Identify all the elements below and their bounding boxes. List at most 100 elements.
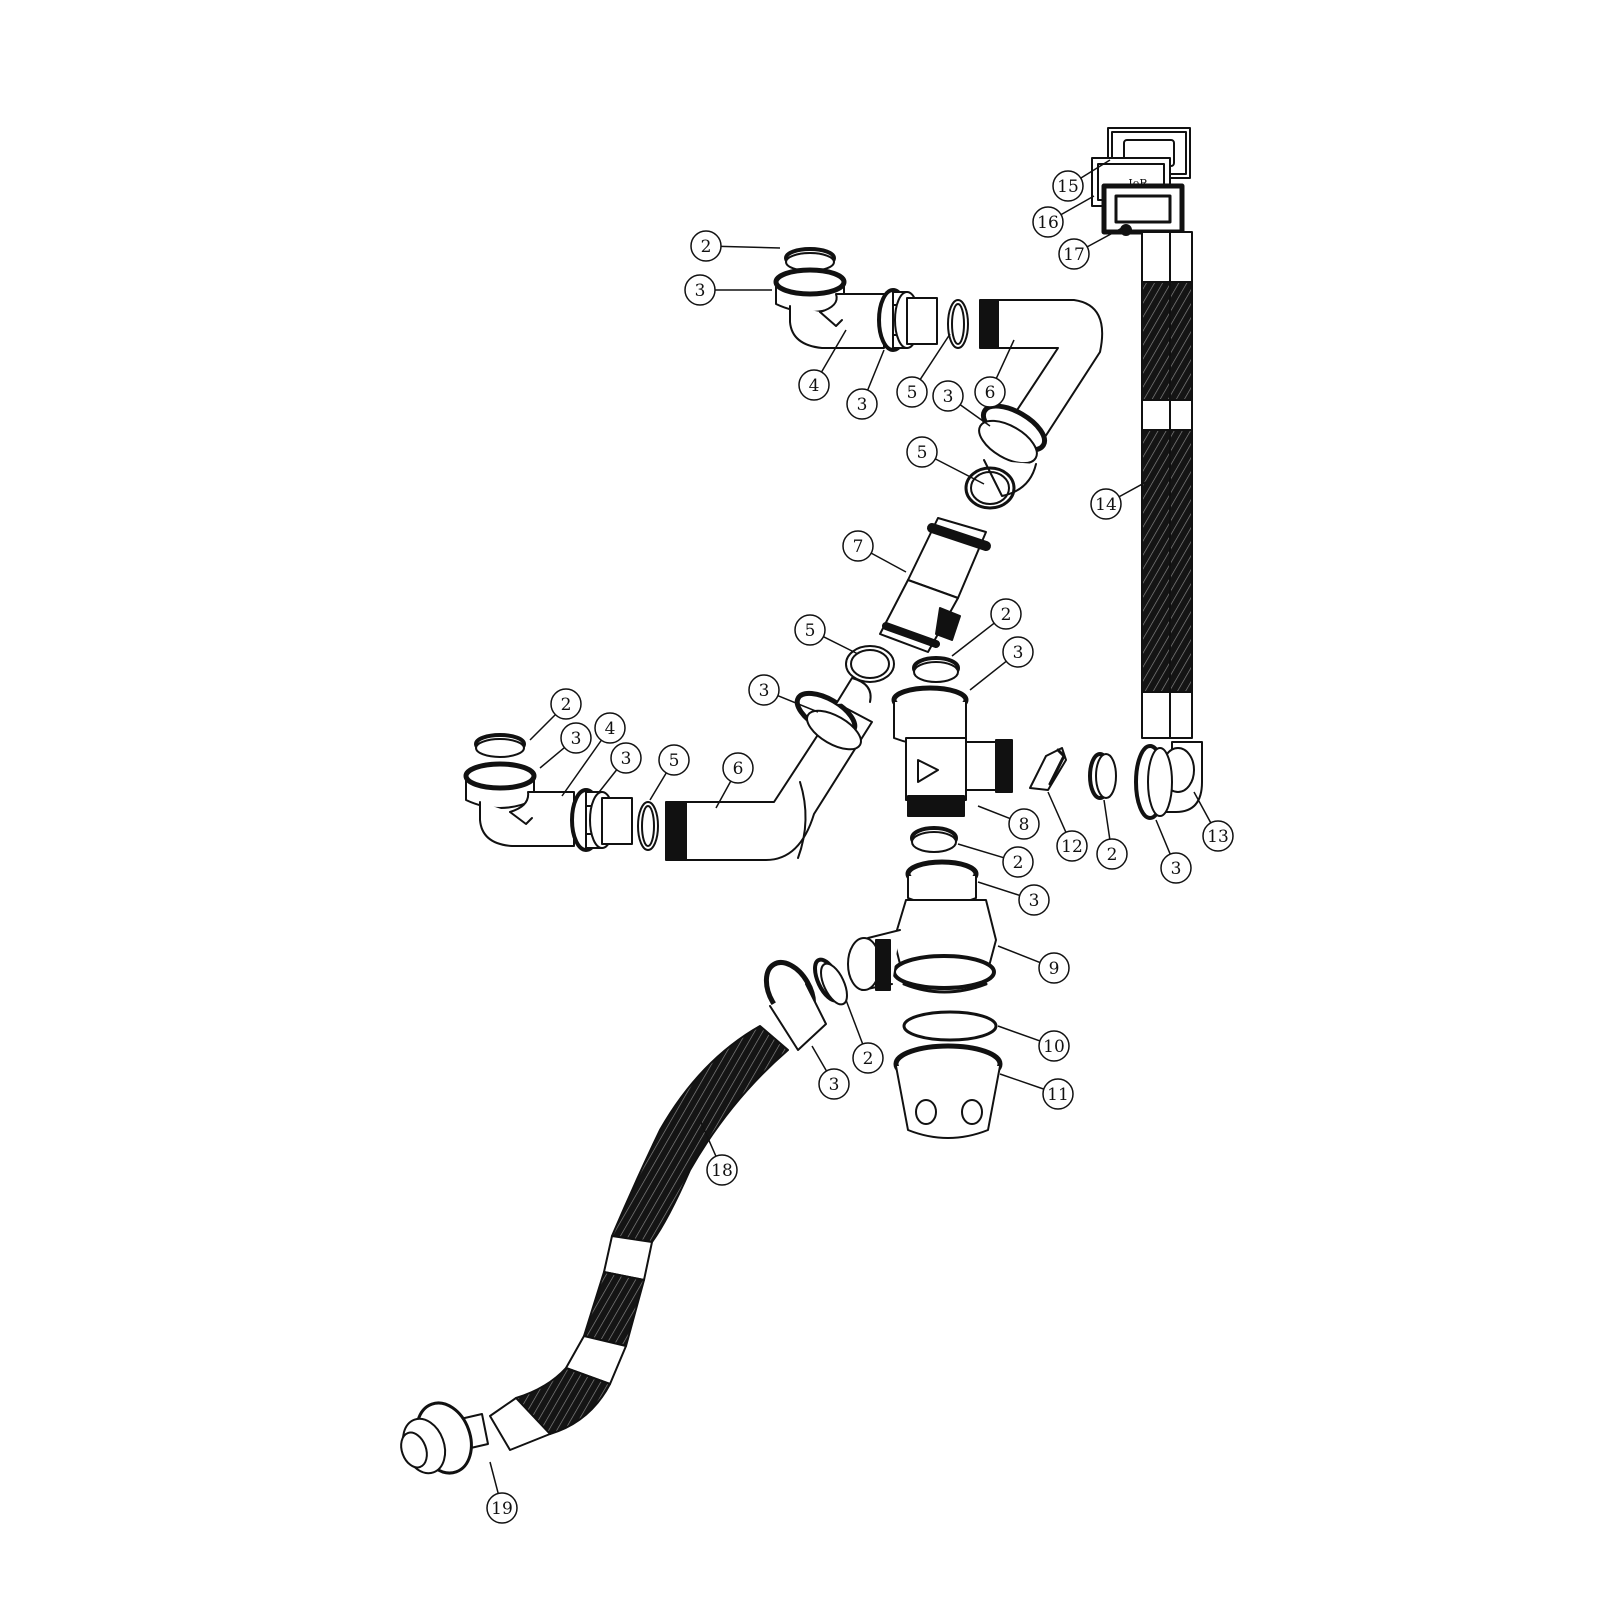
lower-nut-3c xyxy=(794,677,872,751)
callout-bubble xyxy=(1096,838,1128,870)
callout-number: 10 xyxy=(1043,1037,1065,1057)
callout-bubble xyxy=(798,369,830,401)
leader-line xyxy=(959,404,991,427)
callout-number: 2 xyxy=(863,1049,874,1069)
callout-bubble xyxy=(974,376,1006,408)
side-washer-2 xyxy=(1088,752,1117,800)
upper-washer-2 xyxy=(784,247,836,272)
leader-line xyxy=(1118,481,1147,498)
callout-bubble xyxy=(610,742,642,774)
callout-number: 9 xyxy=(1049,959,1060,979)
leader-line xyxy=(995,339,1015,379)
callout-bubble xyxy=(852,1042,884,1074)
leader-line xyxy=(699,1119,717,1157)
callout-number: 5 xyxy=(805,621,816,641)
callout-number: 4 xyxy=(809,376,820,396)
trap-o-ring-10 xyxy=(902,1010,998,1042)
callout-bubble xyxy=(818,1068,850,1100)
callout-bubble xyxy=(706,1154,738,1186)
callout-number: 8 xyxy=(1019,815,1030,835)
leader-line xyxy=(1155,819,1171,855)
callout-number: 3 xyxy=(1029,891,1040,911)
leader-line xyxy=(866,349,885,391)
leader-line xyxy=(777,694,819,713)
leader-line xyxy=(1047,791,1067,833)
callout-bubble xyxy=(1202,820,1234,852)
middle-o-ring-5 xyxy=(845,645,895,683)
callout-number: 6 xyxy=(733,759,744,779)
callout-number: 3 xyxy=(943,387,954,407)
callout-bubble xyxy=(846,388,878,420)
callout-number: 5 xyxy=(917,443,928,463)
leader-line xyxy=(999,1073,1045,1090)
leader-line xyxy=(969,660,1007,691)
lower-nut-3 xyxy=(463,761,537,809)
callout-bubble xyxy=(1038,952,1070,984)
callout-number: 2 xyxy=(561,695,572,715)
callout-number: 3 xyxy=(857,395,868,415)
callout-bubble xyxy=(658,744,690,776)
callout-number: 3 xyxy=(621,749,632,769)
leader-line xyxy=(957,843,1004,859)
callout-bubble xyxy=(842,530,874,562)
callout-bubble xyxy=(1002,846,1034,878)
callout-bubble xyxy=(690,230,722,262)
leader-line xyxy=(951,622,995,657)
callout-bubble xyxy=(1018,884,1050,916)
leader-line xyxy=(489,1461,499,1494)
callout-number: 16 xyxy=(1037,213,1059,233)
connector-pipe-7 xyxy=(879,517,991,653)
lower-bend-pipe-6 xyxy=(665,703,873,861)
lower-elbow-4 xyxy=(479,791,575,847)
callout-bubble xyxy=(1002,636,1034,668)
upper-o-ring-5b xyxy=(964,466,1016,510)
callout-bubble xyxy=(1042,1078,1074,1110)
callout-number: 12 xyxy=(1061,837,1083,857)
callout-number: 17 xyxy=(1063,245,1085,265)
leader-line xyxy=(539,747,565,769)
callout-number: 3 xyxy=(571,729,582,749)
leader-line xyxy=(845,999,864,1045)
callout-number: 11 xyxy=(1047,1085,1069,1105)
callout-bubble xyxy=(1032,206,1064,238)
trap-nut-3 xyxy=(905,859,979,906)
callout-bubble xyxy=(1008,808,1040,840)
leader-line xyxy=(977,881,1020,897)
tee-lower-washer-2 xyxy=(910,826,958,853)
callout-number: 6 xyxy=(985,383,996,403)
callout-bubble xyxy=(684,274,716,306)
callout-number: 4 xyxy=(605,719,616,739)
leader-line xyxy=(977,805,1011,820)
callout-number: 13 xyxy=(1207,827,1229,847)
callout-bubble xyxy=(990,598,1022,630)
callout-bubble xyxy=(1090,488,1122,520)
leader-line xyxy=(997,945,1041,964)
upper-pipe-stub xyxy=(906,297,938,345)
trap-body-9 xyxy=(847,899,997,994)
leader-line xyxy=(870,552,907,573)
upper-o-ring-5 xyxy=(947,299,969,349)
callout-number: 2 xyxy=(1013,853,1024,873)
callout-bubble xyxy=(1160,852,1192,884)
trap-cup-11 xyxy=(893,1043,1003,1139)
callout-number: 3 xyxy=(1013,643,1024,663)
overflow-hose xyxy=(1141,231,1193,739)
outlet-hose-18 xyxy=(489,1025,789,1451)
leader-line xyxy=(820,329,847,373)
callout-bubble xyxy=(794,614,826,646)
callout-number: 14 xyxy=(1095,495,1117,515)
lower-washer-2 xyxy=(474,733,526,758)
lower-pipe-stub xyxy=(601,797,633,845)
callout-number: 2 xyxy=(1107,845,1118,865)
callout-bubble xyxy=(906,436,938,468)
callout-number: 19 xyxy=(491,1499,513,1519)
leader-line xyxy=(1086,227,1123,248)
overflow-nut xyxy=(1134,744,1173,820)
callout-number: 3 xyxy=(695,281,706,301)
leader-line xyxy=(1193,791,1212,824)
leader-line xyxy=(1103,799,1111,840)
leader-line xyxy=(561,739,602,797)
